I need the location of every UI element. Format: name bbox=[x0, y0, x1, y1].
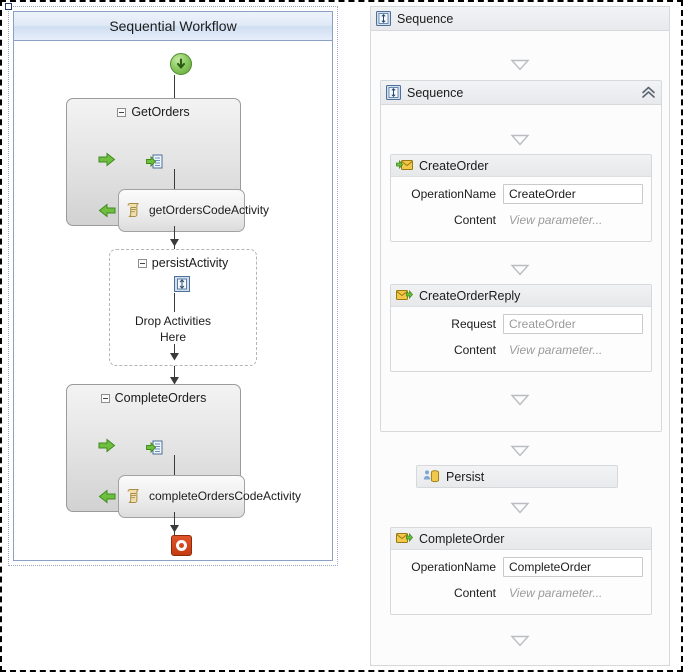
connector-arrow-icon bbox=[169, 376, 180, 385]
chevron-up-double-icon[interactable] bbox=[641, 86, 656, 99]
outer-sequence-label: Sequence bbox=[397, 11, 454, 26]
collapse-expander-icon[interactable] bbox=[100, 393, 110, 403]
activity-getorderscodeactivity[interactable]: getOrdersCodeActivity bbox=[118, 189, 269, 232]
inner-sequence-header[interactable]: Sequence bbox=[381, 81, 661, 105]
connector-line bbox=[174, 455, 175, 476]
persist-icon bbox=[423, 469, 440, 484]
property-row-content: Content View parameter... bbox=[395, 340, 643, 360]
property-label: Content bbox=[453, 213, 496, 227]
activity-persistactivity-title: persistActivity bbox=[110, 256, 256, 270]
connector-line bbox=[174, 169, 175, 190]
drop-triangle-icon[interactable] bbox=[510, 59, 530, 71]
property-row-content: Content View parameter... bbox=[395, 583, 643, 603]
activity-out-handle-icon[interactable] bbox=[98, 203, 116, 218]
operationname-input[interactable]: CompleteOrder bbox=[503, 557, 643, 577]
content-view-parameter-link[interactable]: View parameter... bbox=[509, 213, 603, 227]
wf4-designer-panel[interactable]: Sequence Sequence bbox=[370, 6, 670, 666]
send-reply-icon bbox=[396, 289, 414, 302]
connector-line bbox=[174, 512, 175, 535]
drop-triangle-icon[interactable] bbox=[510, 502, 530, 514]
property-label: OperationName bbox=[411, 560, 496, 574]
activity-card-completeorder-header[interactable]: CompleteOrder bbox=[391, 528, 651, 550]
start-arrow-icon bbox=[170, 53, 192, 75]
collapse-expander-icon[interactable] bbox=[117, 107, 127, 117]
property-row-operationname: OperationName CreateOrder bbox=[395, 184, 643, 204]
property-label: Content bbox=[453, 586, 496, 600]
connector-line bbox=[174, 293, 175, 312]
persist-activity-icon bbox=[174, 276, 190, 292]
activity-label: completeOrdersCodeActivity bbox=[149, 489, 302, 503]
drop-triangle-icon[interactable] bbox=[510, 264, 530, 276]
activity-card-persist[interactable]: Persist bbox=[416, 465, 618, 488]
request-input[interactable]: CreateOrder bbox=[503, 314, 643, 334]
content-view-parameter-link[interactable]: View parameter... bbox=[509, 586, 603, 600]
operationname-input[interactable]: CreateOrder bbox=[503, 184, 643, 204]
sequential-workflow-panel[interactable]: Sequential Workflow GetOrders bbox=[5, 3, 338, 566]
stop-ring bbox=[176, 540, 187, 551]
page-title: Sequential Workflow bbox=[109, 18, 237, 34]
activity-in-handle-icon[interactable] bbox=[98, 152, 116, 167]
activity-card-createorder-header[interactable]: CreateOrder bbox=[391, 155, 651, 177]
property-label: Request bbox=[451, 317, 496, 331]
activity-card-persist-label: Persist bbox=[446, 469, 485, 484]
activity-getorders-title: GetOrders bbox=[67, 105, 240, 119]
inner-sequence-container[interactable]: Sequence bbox=[380, 80, 662, 432]
property-label: OperationName bbox=[411, 187, 496, 201]
workflow-canvas[interactable]: GetOrders bbox=[14, 41, 332, 560]
workflow-designer-surface[interactable]: Sequential Workflow GetOrders bbox=[13, 11, 333, 561]
activity-card-createorderreply-header[interactable]: CreateOrderReply bbox=[391, 285, 651, 307]
property-row-request: Request CreateOrder bbox=[395, 314, 643, 334]
connector-line bbox=[174, 344, 175, 356]
workflow-title-bar: Sequential Workflow bbox=[14, 12, 332, 41]
connector-line bbox=[174, 226, 175, 250]
sequence-icon bbox=[386, 85, 401, 100]
receive-activity-icon bbox=[146, 440, 163, 455]
activity-in-handle-icon[interactable] bbox=[98, 438, 116, 453]
activity-card-completeorder-body: OperationName CompleteOrder Content View… bbox=[391, 550, 651, 617]
activity-out-handle-icon[interactable] bbox=[98, 489, 116, 504]
activity-card-createorderreply[interactable]: CreateOrderReply Request CreateOrder Con… bbox=[390, 284, 652, 372]
activity-card-completeorder-title: CompleteOrder bbox=[419, 531, 505, 546]
send-reply-icon bbox=[396, 532, 414, 545]
activity-card-createorder-title: CreateOrder bbox=[419, 158, 489, 173]
connector-line bbox=[174, 366, 175, 384]
sequence-icon bbox=[376, 11, 391, 26]
collapse-expander-icon[interactable] bbox=[137, 258, 147, 268]
selection-handle[interactable] bbox=[5, 3, 12, 10]
connector-line bbox=[174, 75, 175, 114]
activity-completeorders-title: CompleteOrders bbox=[67, 391, 240, 405]
receive-activity-icon bbox=[146, 154, 163, 169]
stop-icon bbox=[171, 535, 192, 556]
activity-card-completeorder[interactable]: CompleteOrder OperationName CompleteOrde… bbox=[390, 527, 652, 615]
activity-persistactivity[interactable]: persistActivity bbox=[109, 249, 257, 366]
code-activity-icon bbox=[125, 202, 142, 219]
activity-card-createorder-body: OperationName CreateOrder Content View p… bbox=[391, 177, 651, 244]
drop-triangle-icon[interactable] bbox=[510, 445, 530, 457]
drop-activities-hint: Drop Activities Here bbox=[134, 314, 212, 345]
activity-completeorderscodeactivity[interactable]: completeOrdersCodeActivity bbox=[118, 475, 301, 518]
drop-triangle-icon[interactable] bbox=[510, 394, 530, 406]
activity-card-createorderreply-title: CreateOrderReply bbox=[419, 288, 521, 303]
outer-sequence-header[interactable]: Sequence bbox=[371, 7, 669, 31]
content-view-parameter-link[interactable]: View parameter... bbox=[509, 343, 603, 357]
activity-card-createorderreply-body: Request CreateOrder Content View paramet… bbox=[391, 307, 651, 374]
property-row-content: Content View parameter... bbox=[395, 210, 643, 230]
drop-triangle-icon[interactable] bbox=[510, 635, 530, 647]
connector-arrow-icon bbox=[169, 352, 180, 361]
activity-label: getOrdersCodeActivity bbox=[149, 203, 270, 217]
drop-triangle-icon[interactable] bbox=[510, 134, 530, 146]
receive-message-icon bbox=[396, 159, 413, 172]
property-label: Content bbox=[453, 343, 496, 357]
property-row-operationname: OperationName CompleteOrder bbox=[395, 557, 643, 577]
inner-sequence-label: Sequence bbox=[407, 85, 464, 100]
code-activity-icon bbox=[125, 488, 142, 505]
activity-card-createorder[interactable]: CreateOrder OperationName CreateOrder Co… bbox=[390, 154, 652, 242]
